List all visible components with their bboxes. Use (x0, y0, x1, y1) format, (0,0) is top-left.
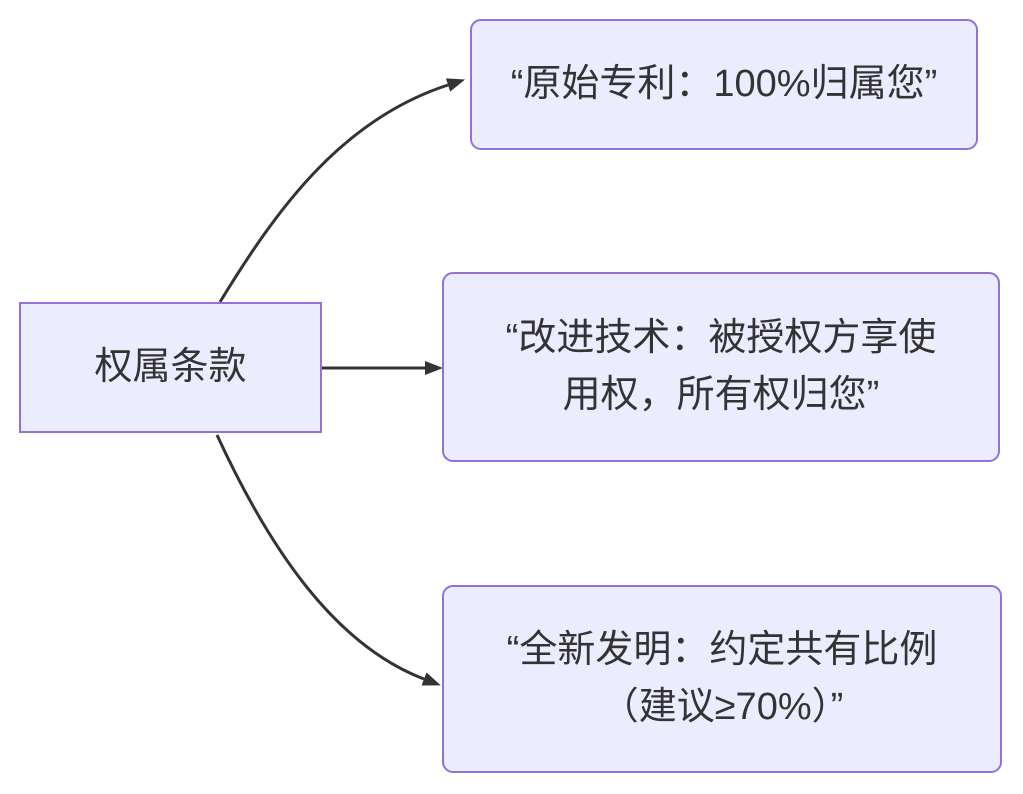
edge-root-to-new-invention (215, 434, 441, 686)
node-label-line: 用权，所有权归您” (562, 374, 880, 416)
node-label-line: “改进技术：被授权方享使 (505, 317, 937, 359)
node-new-invention: “全新发明：约定共有比例 （建议≥70%）” (442, 585, 1002, 773)
node-label-line: （建议≥70%）” (600, 686, 844, 728)
node-label-line: “全新发明：约定共有比例 (506, 629, 938, 671)
node-improved-tech: “改进技术：被授权方享使 用权，所有权归您” (442, 272, 1000, 462)
edge-root-to-original-patent (218, 78, 466, 303)
node-ownership-terms: 权属条款 (19, 302, 322, 433)
node-label: 权属条款 (94, 346, 247, 388)
node-label-line: “原始专利：100%归属您” (510, 63, 938, 105)
node-original-patent: “原始专利：100%归属您” (470, 19, 978, 150)
